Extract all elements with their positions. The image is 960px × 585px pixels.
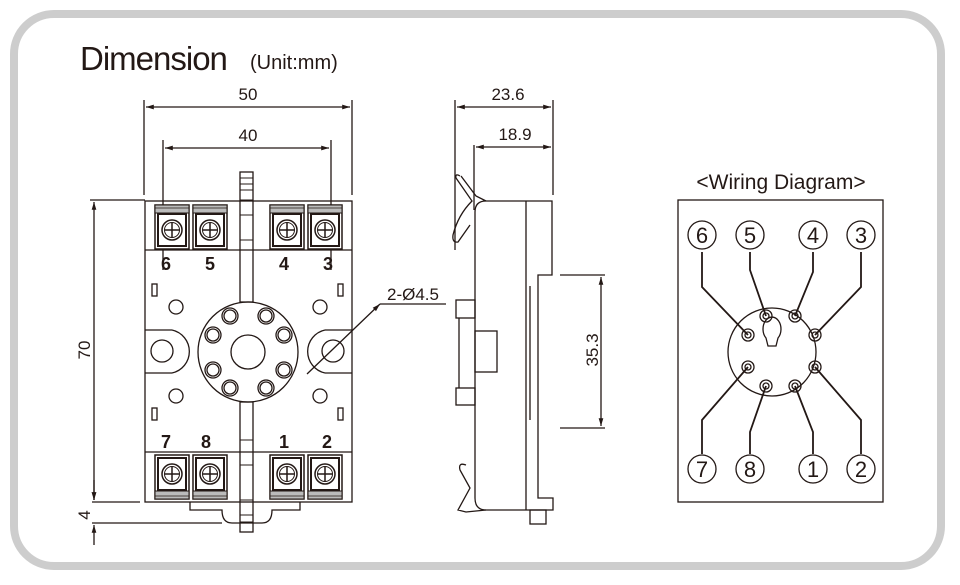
wiring-diagram-box — [677, 199, 884, 503]
socket-pin-holes — [204, 307, 293, 397]
dim-width-outer-line — [143, 100, 353, 195]
page-title: Dimension — [80, 40, 228, 77]
terminal-screw-5 — [192, 204, 228, 250]
wiring-pin-label-8: 8 — [744, 457, 756, 482]
terminal-label-2: 2 — [322, 432, 332, 452]
unit-label: (Unit:mm) — [250, 52, 338, 74]
dim-depth-inner: 18.9 — [498, 125, 531, 144]
dim-width-outer: 50 — [239, 85, 258, 104]
terminal-screw-3 — [307, 204, 343, 250]
terminal-screw-6 — [154, 204, 190, 250]
wiring-diagram-title: <Wiring Diagram> — [696, 171, 865, 194]
wiring-pin-label-2: 2 — [855, 457, 867, 482]
dim-height-line — [90, 199, 222, 545]
terminal-label-5: 5 — [205, 254, 215, 274]
terminal-label-1: 1 — [279, 432, 289, 452]
dim-height: 70 — [75, 341, 94, 360]
hole-callout: 2-Ø4.5 — [387, 285, 439, 304]
side-view — [452, 100, 605, 525]
terminal-screw-2 — [307, 454, 343, 500]
wiring-pins — [741, 309, 822, 393]
terminal-screw-4 — [269, 204, 305, 250]
terminal-screw-7 — [154, 454, 190, 500]
terminal-label-6: 6 — [161, 254, 171, 274]
wiring-pin-label-6: 6 — [696, 223, 708, 248]
terminal-label-4: 4 — [279, 254, 289, 274]
terminal-label-8: 8 — [201, 432, 211, 452]
terminal-screw-1 — [269, 454, 305, 500]
wiring-pin-label-1: 1 — [807, 457, 819, 482]
wiring-pin-label-4: 4 — [807, 223, 819, 248]
wiring-lines — [701, 252, 862, 454]
terminal-screw-8 — [192, 454, 228, 500]
front-view-body — [144, 171, 446, 533]
terminal-label-7: 7 — [161, 432, 171, 452]
dim-width-inner: 40 — [239, 126, 258, 145]
wiring-pin-label-7: 7 — [696, 457, 708, 482]
dim-rail: 35.3 — [583, 333, 602, 366]
wiring-pin-label-5: 5 — [744, 223, 756, 248]
dim-bottom: 4 — [75, 510, 94, 519]
wiring-pin-label-3: 3 — [855, 223, 867, 248]
terminal-label-3: 3 — [323, 254, 333, 274]
dim-depth-outer: 23.6 — [491, 85, 524, 104]
